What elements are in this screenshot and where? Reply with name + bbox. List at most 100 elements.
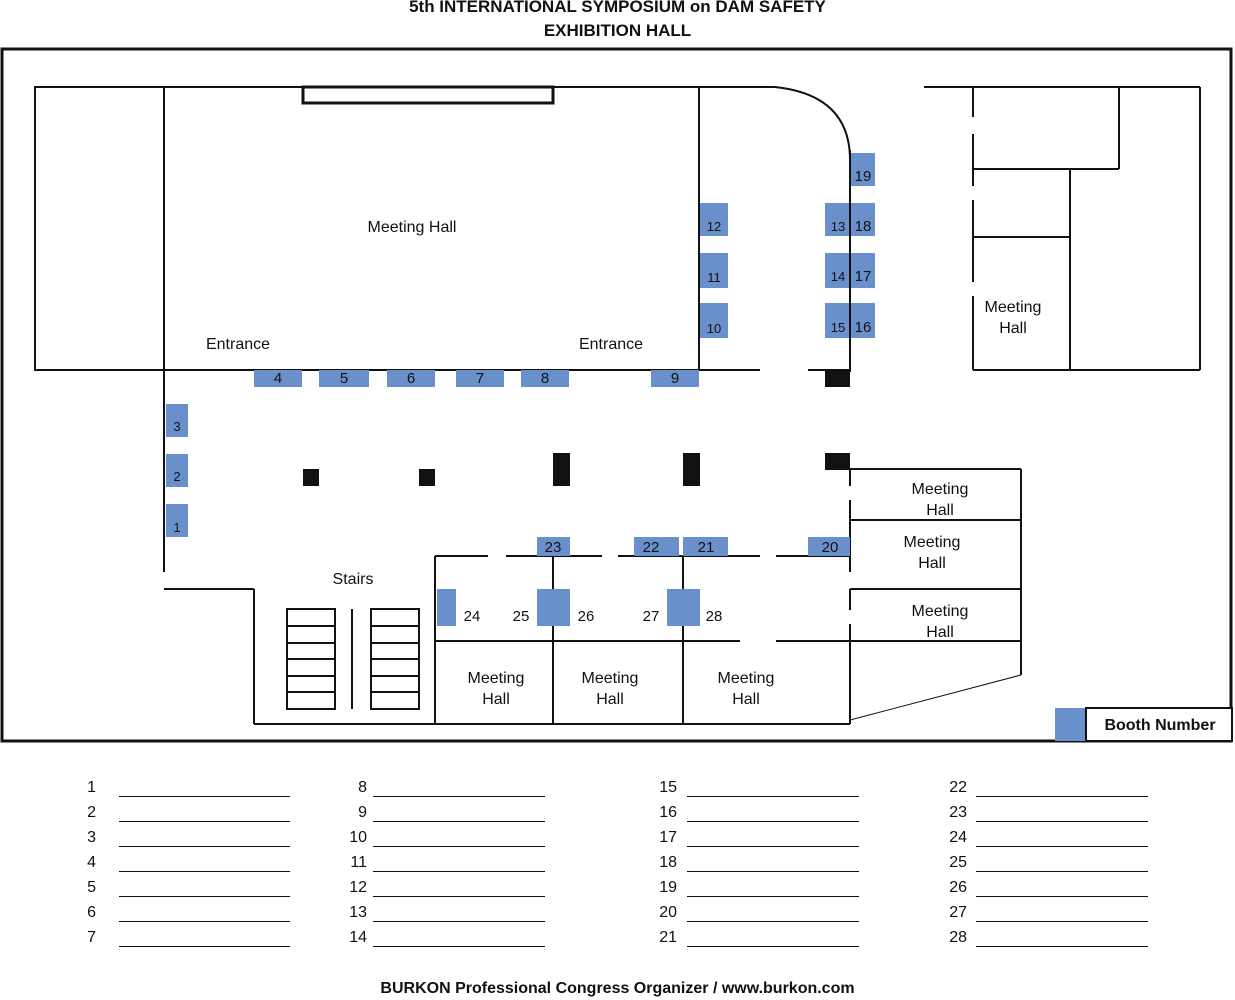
exhibitor-name-blank[interactable] <box>373 796 545 797</box>
exhibitor-row-number: 9 <box>358 804 367 821</box>
exhibitor-name-blank[interactable] <box>976 946 1148 947</box>
booth-15[interactable] <box>825 303 849 338</box>
booth-12[interactable] <box>700 203 728 236</box>
meeting-hall-s3-label-1: Meeting <box>718 670 775 687</box>
exhibitor-name-blank[interactable] <box>119 896 290 897</box>
booth-number-12: 12 <box>707 219 721 234</box>
exhibitor-name-blank[interactable] <box>687 846 859 847</box>
booth-20[interactable] <box>808 537 850 556</box>
exhibitor-name-blank[interactable] <box>373 921 545 922</box>
booth-number-1: 1 <box>173 520 180 535</box>
exhibitor-row-number: 22 <box>949 779 967 796</box>
booth-number-23: 23 <box>545 539 562 556</box>
exhibitor-name-blank[interactable] <box>687 946 859 947</box>
exhibitor-name-blank[interactable] <box>373 846 545 847</box>
exhibitor-name-blank[interactable] <box>687 871 859 872</box>
booth-13[interactable] <box>825 203 849 236</box>
booth-number-21: 21 <box>698 539 715 556</box>
booth-19[interactable] <box>851 153 875 186</box>
exhibitor-name-blank[interactable] <box>373 821 545 822</box>
exhibitor-row-number: 3 <box>87 829 96 846</box>
exhibitor-name-blank[interactable] <box>976 821 1148 822</box>
exhibitor-name-blank[interactable] <box>373 871 545 872</box>
footer-credit: BURKON Professional Congress Organizer /… <box>380 980 855 997</box>
meeting-hall-e3-label-2: Hall <box>926 624 954 641</box>
booth-2[interactable] <box>166 454 188 487</box>
booth-number-24: 24 <box>464 608 481 625</box>
exhibitor-row-number: 8 <box>358 779 367 796</box>
meeting-hall-e2-label-1: Meeting <box>904 534 961 551</box>
exhibitor-name-blank[interactable] <box>119 871 290 872</box>
page-title: 5th INTERNATIONAL SYMPOSIUM on DAM SAFET… <box>409 0 826 16</box>
booth-23[interactable] <box>537 537 570 556</box>
booth-28[interactable] <box>683 589 700 626</box>
exhibitor-row-number: 10 <box>349 829 367 846</box>
exhibitor-name-blank[interactable] <box>119 946 290 947</box>
exhibitor-row-number: 19 <box>659 879 677 896</box>
booth-number-14: 14 <box>831 269 845 284</box>
entrance-right-label: Entrance <box>579 336 643 353</box>
booth-number-8: 8 <box>541 370 549 387</box>
exhibitor-name-blank[interactable] <box>687 796 859 797</box>
walls <box>34 86 1201 725</box>
meeting-hall-s2-label-1: Meeting <box>582 670 639 687</box>
exhibitor-row-number: 11 <box>350 854 367 871</box>
exhibitor-name-blank[interactable] <box>976 846 1148 847</box>
booth-6[interactable] <box>387 370 435 387</box>
exhibitor-row-number: 5 <box>87 879 96 896</box>
exhibitor-name-blank[interactable] <box>119 846 290 847</box>
booth-8[interactable] <box>521 370 569 387</box>
exhibitor-row-number: 2 <box>87 804 96 821</box>
legend-box <box>1085 707 1233 742</box>
exhibitor-row-number: 26 <box>949 879 967 896</box>
exhibitor-name-blank[interactable] <box>687 821 859 822</box>
booth-10[interactable] <box>700 303 728 338</box>
exhibitor-name-blank[interactable] <box>976 871 1148 872</box>
booth-22[interactable] <box>634 537 679 556</box>
booth-25[interactable] <box>537 589 553 626</box>
exhibition-hall-frame <box>0 47 1233 743</box>
booth-26[interactable] <box>553 589 570 626</box>
exhibitor-name-blank[interactable] <box>119 921 290 922</box>
booth-21[interactable] <box>683 537 728 556</box>
exhibitor-name-blank[interactable] <box>119 821 290 822</box>
stairs-label: Stairs <box>333 571 374 588</box>
booth-27[interactable] <box>667 589 683 626</box>
exhibitor-name-blank[interactable] <box>687 921 859 922</box>
meeting-hall-main-label: Meeting Hall <box>368 219 457 236</box>
booth-number-5: 5 <box>340 370 348 387</box>
booth-4[interactable] <box>254 370 302 387</box>
booth-number-16: 16 <box>855 319 872 336</box>
exhibitor-name-blank[interactable] <box>119 796 290 797</box>
booth-3[interactable] <box>166 404 188 437</box>
exhibitor-row-number: 15 <box>659 779 677 796</box>
exhibitor-row-number: 6 <box>87 904 96 921</box>
booth-7[interactable] <box>456 370 504 387</box>
booth-number-11: 11 <box>707 270 721 285</box>
booth-18[interactable] <box>851 203 875 236</box>
meeting-hall-ne-label-1: Meeting <box>985 299 1042 316</box>
booth-5[interactable] <box>319 370 369 387</box>
booth-1[interactable] <box>166 504 188 537</box>
meeting-hall-e1-label-1: Meeting <box>912 481 969 498</box>
exhibitor-name-blank[interactable] <box>976 896 1148 897</box>
exhibitor-name-blank[interactable] <box>373 896 545 897</box>
booth-number-6: 6 <box>407 370 415 387</box>
entrance-left-label: Entrance <box>206 336 270 353</box>
exhibitor-name-blank[interactable] <box>976 921 1148 922</box>
booth-number-25: 25 <box>513 608 530 625</box>
booth-24[interactable] <box>437 589 456 626</box>
exhibitor-row-number: 12 <box>349 879 367 896</box>
booth-16[interactable] <box>851 303 875 338</box>
booth-11[interactable] <box>700 253 728 288</box>
booth-14[interactable] <box>825 253 849 288</box>
exhibitor-name-blank[interactable] <box>976 796 1148 797</box>
booth-number-7: 7 <box>476 370 484 387</box>
meeting-hall-s1-label-2: Hall <box>482 691 510 708</box>
exhibitor-name-blank[interactable] <box>687 896 859 897</box>
booth-17[interactable] <box>851 253 875 288</box>
exhibitor-row-number: 4 <box>87 854 96 871</box>
booth-9[interactable] <box>651 370 699 387</box>
exhibitor-name-blank[interactable] <box>373 946 545 947</box>
